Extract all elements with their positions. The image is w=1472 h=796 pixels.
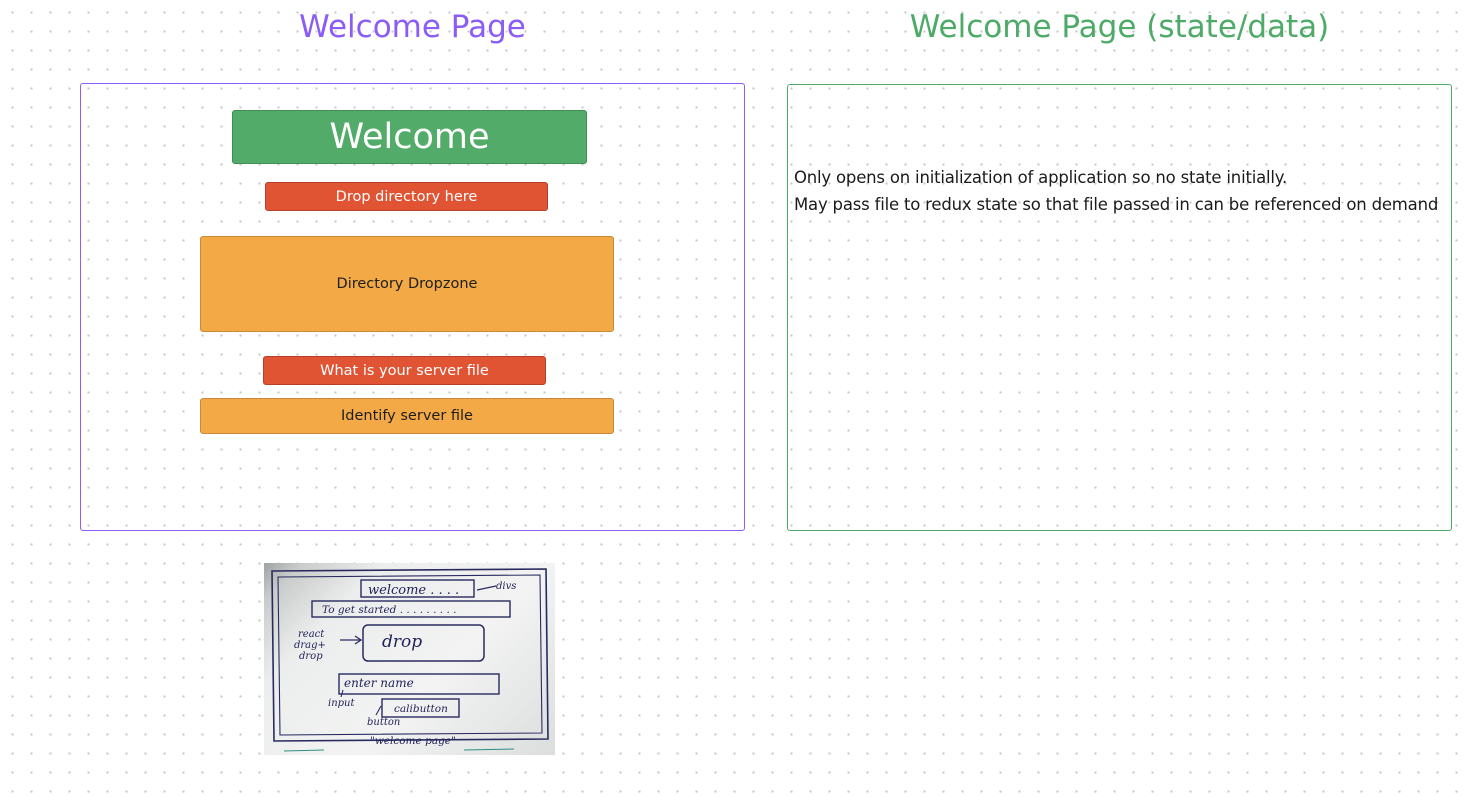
sketch-divs-text: divs xyxy=(496,581,516,592)
state-note-line: May pass file to redux state so that fil… xyxy=(794,191,1449,218)
directory-dropzone-label: Directory Dropzone xyxy=(337,276,478,292)
sketch-enter-name-text: enter name xyxy=(344,676,414,690)
sketch-input-text: input xyxy=(328,698,355,709)
drop-directory-label-box[interactable]: Drop directory here xyxy=(265,182,548,211)
sketch-drop-note-text: drop xyxy=(299,651,323,662)
welcome-banner[interactable]: Welcome xyxy=(232,110,587,164)
sketch-get-started-text: To get started . . . . . . . . . xyxy=(322,604,456,616)
sketch-button-arrow xyxy=(376,706,381,715)
state-data-frame[interactable] xyxy=(787,84,1452,531)
identify-server-file-box[interactable]: Identify server file xyxy=(200,398,614,434)
state-notes: Only opens on initialization of applicat… xyxy=(794,164,1449,218)
welcome-banner-label: Welcome xyxy=(329,117,489,157)
welcome-page-title: Welcome Page xyxy=(80,7,745,47)
whiteboard-sketch-drawing: welcome . . . . divs To get started . . … xyxy=(264,563,555,755)
sketch-bottom-scribble xyxy=(284,749,514,751)
identify-server-file-label: Identify server file xyxy=(341,408,473,424)
state-note-line: Only opens on initialization of applicat… xyxy=(794,164,1449,191)
whiteboard-sketch-photo[interactable]: welcome . . . . divs To get started . . … xyxy=(264,563,555,755)
welcome-page-state-title: Welcome Page (state/data) xyxy=(787,7,1452,47)
sketch-drop-text: drop xyxy=(382,632,422,652)
sketch-divs-arrow xyxy=(477,586,496,590)
server-file-question-label: What is your server file xyxy=(320,363,489,379)
sketch-button-text: button xyxy=(367,717,400,728)
sketch-welcome-text: welcome . . . . xyxy=(368,583,459,598)
sketch-react-text: react xyxy=(298,629,325,640)
sketch-welcome-page-text: "welcome page" xyxy=(370,735,456,747)
directory-dropzone[interactable]: Directory Dropzone xyxy=(200,236,614,332)
sketch-drag-text: drag+ xyxy=(294,640,326,651)
drop-directory-label: Drop directory here xyxy=(336,189,478,205)
sketch-calibutton-text: calibutton xyxy=(394,703,448,715)
server-file-question-box[interactable]: What is your server file xyxy=(263,356,546,385)
